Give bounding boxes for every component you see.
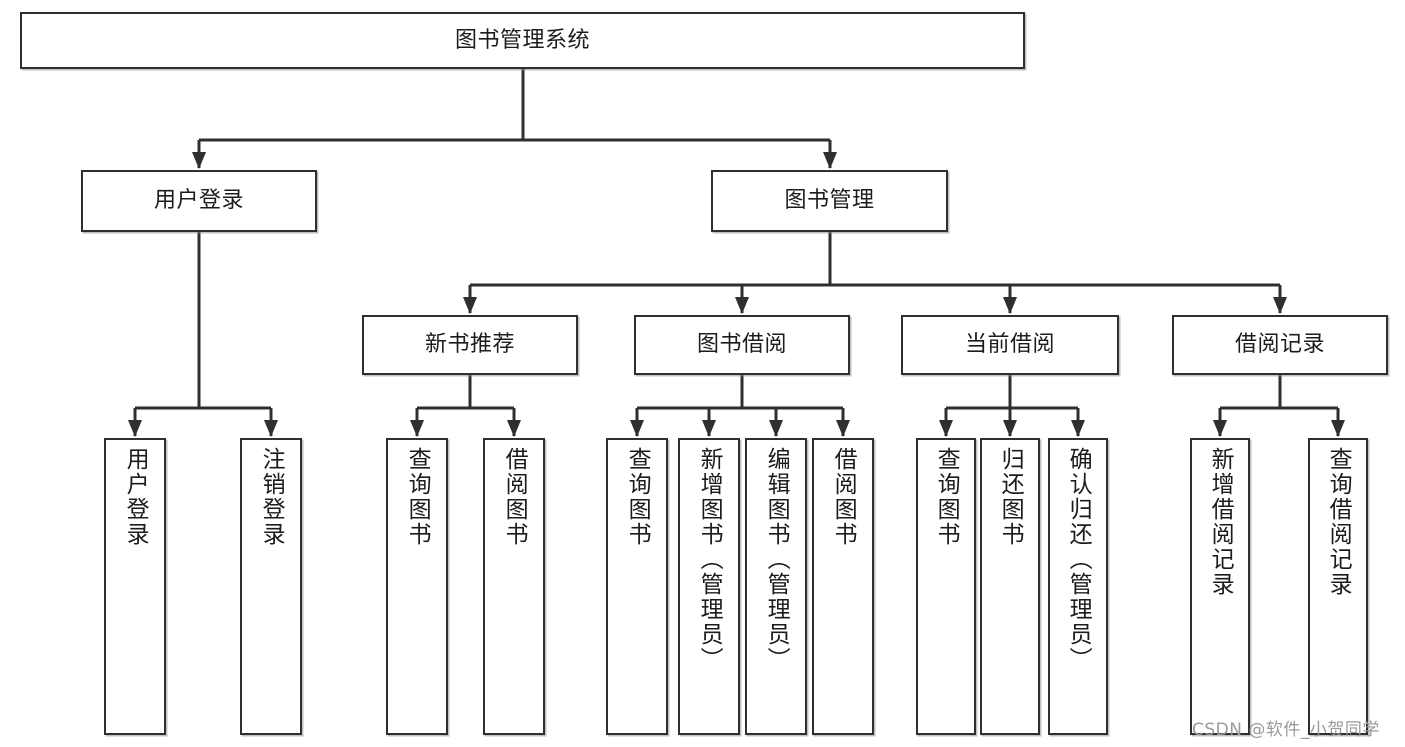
node-leaf-cu-return[interactable]: 归还图书 xyxy=(980,438,1040,735)
node-label: 新书推荐 xyxy=(424,332,515,358)
node-leaf-bo-edit[interactable]: 编辑图书（管理员） xyxy=(745,438,807,735)
watermark-label: CSDN @软件_小贺同学 xyxy=(1192,720,1380,740)
node-root[interactable]: 图书管理系统 xyxy=(20,12,1025,69)
arrow-head-icon xyxy=(769,420,783,437)
node-leaf-nb-query[interactable]: 查询图书 xyxy=(386,438,448,735)
node-label: 查询图书 xyxy=(404,447,431,547)
arrow-head-icon xyxy=(1003,297,1017,314)
arrow-head-icon xyxy=(507,420,521,437)
node-label: 借阅图书 xyxy=(830,447,857,547)
node-label: 图书管理 xyxy=(784,188,875,214)
arrow-head-icon xyxy=(463,297,477,314)
node-label: 用户登录 xyxy=(122,447,149,547)
node-label: 图书管理系统 xyxy=(454,27,590,53)
arrow-head-icon xyxy=(823,152,837,169)
node-label: 查询图书 xyxy=(624,447,651,547)
node-label: 编辑图书（管理员） xyxy=(763,447,790,672)
arrow-head-icon xyxy=(410,420,424,437)
node-leaf-cu-query[interactable]: 查询图书 xyxy=(916,438,976,735)
arrow-head-icon xyxy=(939,420,953,437)
node-borrow[interactable]: 图书借阅 xyxy=(634,315,850,375)
node-label: 借阅图书 xyxy=(501,447,528,547)
arrow-head-icon xyxy=(735,297,749,314)
node-records[interactable]: 借阅记录 xyxy=(1172,315,1388,375)
node-leaf-re-query[interactable]: 查询借阅记录 xyxy=(1308,438,1368,735)
node-leaf-nb-borrow[interactable]: 借阅图书 xyxy=(483,438,545,735)
arrow-head-icon xyxy=(1273,297,1287,314)
arrow-head-icon xyxy=(1213,420,1227,437)
arrow-head-icon xyxy=(192,152,206,169)
node-label: 新增借阅记录 xyxy=(1207,447,1234,597)
node-login[interactable]: 用户登录 xyxy=(81,170,317,232)
node-current[interactable]: 当前借阅 xyxy=(901,315,1119,375)
node-newbook[interactable]: 新书推荐 xyxy=(362,315,578,375)
node-label: 借阅记录 xyxy=(1234,332,1325,358)
node-label: 图书借阅 xyxy=(696,332,787,358)
arrow-head-icon xyxy=(128,420,142,437)
node-label: 确认归还（管理员） xyxy=(1065,447,1092,672)
node-leaf-bo-borrow[interactable]: 借阅图书 xyxy=(812,438,874,735)
node-leaf-bo-query[interactable]: 查询图书 xyxy=(606,438,668,735)
arrow-head-icon xyxy=(1003,420,1017,437)
node-leaf-bo-add[interactable]: 新增图书（管理员） xyxy=(678,438,740,735)
arrow-head-icon xyxy=(1071,420,1085,437)
arrow-head-icon xyxy=(702,420,716,437)
node-bookmgmt[interactable]: 图书管理 xyxy=(711,170,948,232)
arrow-head-icon xyxy=(836,420,850,437)
arrow-head-icon xyxy=(1331,420,1345,437)
arrow-head-icon xyxy=(630,420,644,437)
node-leaf-user-login[interactable]: 用户登录 xyxy=(104,438,166,735)
arrow-head-icon xyxy=(264,420,278,437)
node-label: 归还图书 xyxy=(997,447,1024,547)
node-label: 当前借阅 xyxy=(964,332,1055,358)
node-label: 注销登录 xyxy=(258,447,285,547)
node-label: 查询图书 xyxy=(933,447,960,547)
node-leaf-re-add[interactable]: 新增借阅记录 xyxy=(1190,438,1250,735)
node-label: 新增图书（管理员） xyxy=(696,447,723,672)
node-label: 用户登录 xyxy=(153,188,244,214)
node-leaf-user-logout[interactable]: 注销登录 xyxy=(240,438,302,735)
node-label: 查询借阅记录 xyxy=(1325,447,1352,597)
node-leaf-cu-confirm[interactable]: 确认归还（管理员） xyxy=(1048,438,1108,735)
